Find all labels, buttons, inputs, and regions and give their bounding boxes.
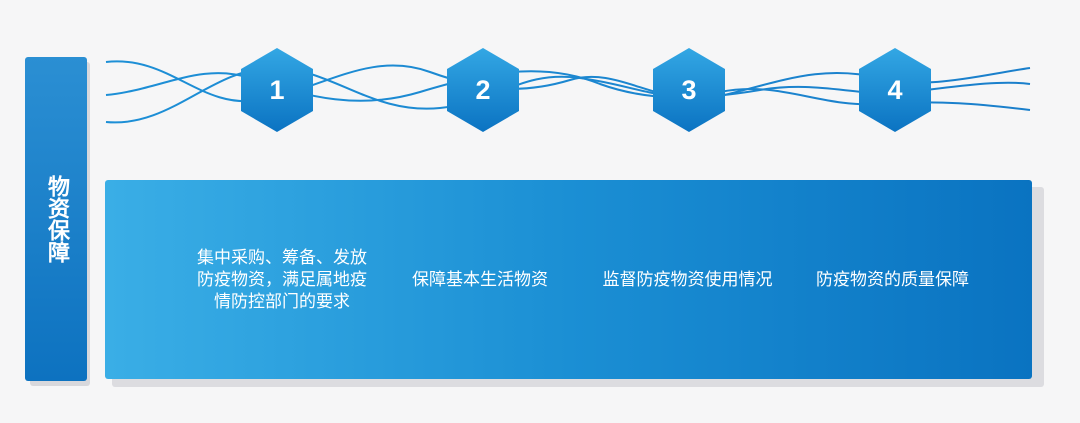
step-3-hexagon: 3 xyxy=(653,48,725,132)
step-3-description: 监督防疫物资使用情况 xyxy=(600,180,775,379)
step-3-number: 3 xyxy=(681,74,697,105)
step-4-number: 4 xyxy=(887,74,903,105)
step-1-text: 集中采购、筹备、发放防疫物资，满足属地疫情防控部门的要求 xyxy=(197,247,367,312)
step-4-text: 防疫物资的质量保障 xyxy=(816,269,969,290)
step-1-hexagon: 1 xyxy=(241,48,313,132)
side-title: 物资保障 xyxy=(44,175,69,263)
step-4-description: 防疫物资的质量保障 xyxy=(810,180,975,379)
content-panel: 集中采购、筹备、发放防疫物资，满足属地疫情防控部门的要求 保障基本生活物资 监督… xyxy=(105,180,1032,379)
step-4-hexagon: 4 xyxy=(859,48,931,132)
step-1-number: 1 xyxy=(269,74,285,105)
step-2-number: 2 xyxy=(475,74,491,105)
step-1-description: 集中采购、筹备、发放防疫物资，满足属地疫情防控部门的要求 xyxy=(197,180,367,379)
step-3-text: 监督防疫物资使用情况 xyxy=(602,269,773,290)
step-2-description: 保障基本生活物资 xyxy=(395,180,565,379)
step-2-hexagon: 2 xyxy=(447,48,519,132)
side-title-bar: 物资保障 xyxy=(25,57,87,381)
step-2-text: 保障基本生活物资 xyxy=(412,269,548,290)
